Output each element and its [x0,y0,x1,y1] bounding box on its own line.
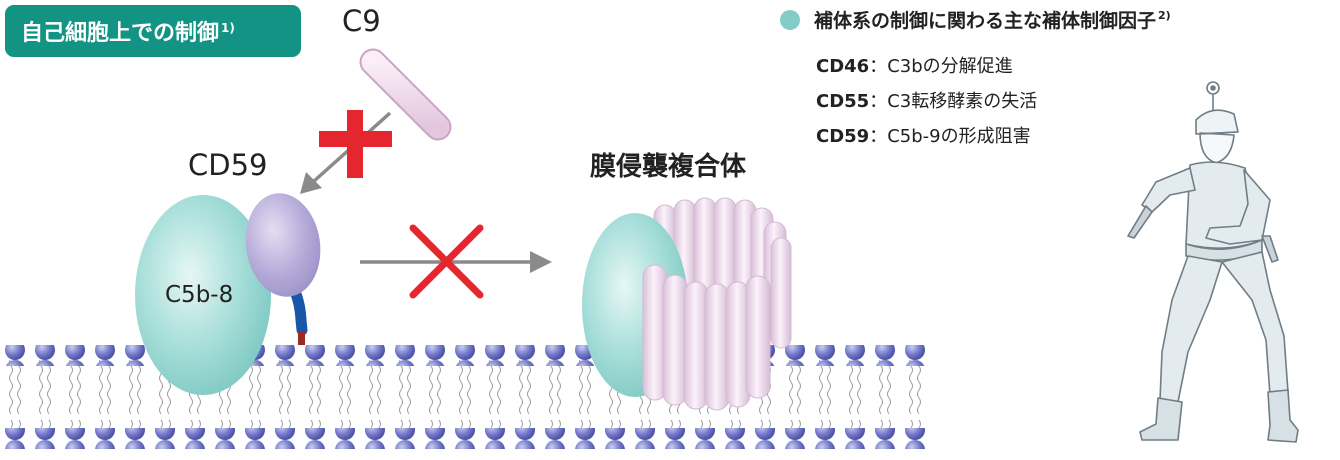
legend-item-name: CD59 [816,126,870,147]
legend-item-name: CD55 [816,91,870,112]
legend-item-sep: ： [869,91,888,112]
section-tag-title: 自己細胞上での制御 [21,21,220,46]
legend-item-name: CD46 [816,56,870,77]
cd59-protein [245,193,321,297]
section-tag-ref: 1) [221,21,235,35]
lipid-heads-top [0,345,930,366]
c5b8-protein [135,195,271,395]
legend-item: CD55：C3転移酵素の失活 [816,87,1037,113]
lipid-bilayer [0,345,930,449]
cd59-label: CD59 [188,148,268,182]
legend-item-desc: C3bの分解促進 [887,56,1013,77]
c5b8-label: C5b-8 [165,282,234,308]
legend-item-desc: C5b-9の形成阻害 [887,126,1031,147]
inhibit-cross-icon [319,110,392,178]
legend-dot-icon [780,9,800,30]
lipid-tails [0,360,930,430]
legend-title-text: 補体系の制御に関わる主な補体制御因子 [814,10,1157,32]
legend-item-sep: ： [869,56,888,77]
legend-item-desc: C3転移酵素の失活 [887,91,1038,112]
lipid-heads-bottom [0,428,930,449]
legend-item: CD46：C3bの分解促進 [816,52,1013,78]
c9-molecule [359,48,452,141]
c9-label: C9 [342,4,381,38]
c9-binding-arrow [300,111,392,194]
legend-item: CD59：C5b-9の形成阻害 [816,122,1031,148]
character-illustration-icon [1127,81,1299,443]
membrane-attack-complex [582,197,792,411]
legend-item-sep: ： [869,126,888,147]
legend-title-ref: 2) [1158,9,1171,22]
inhibit-x-icon [409,224,484,299]
mac-label: 膜侵襲複合体 [590,152,747,182]
